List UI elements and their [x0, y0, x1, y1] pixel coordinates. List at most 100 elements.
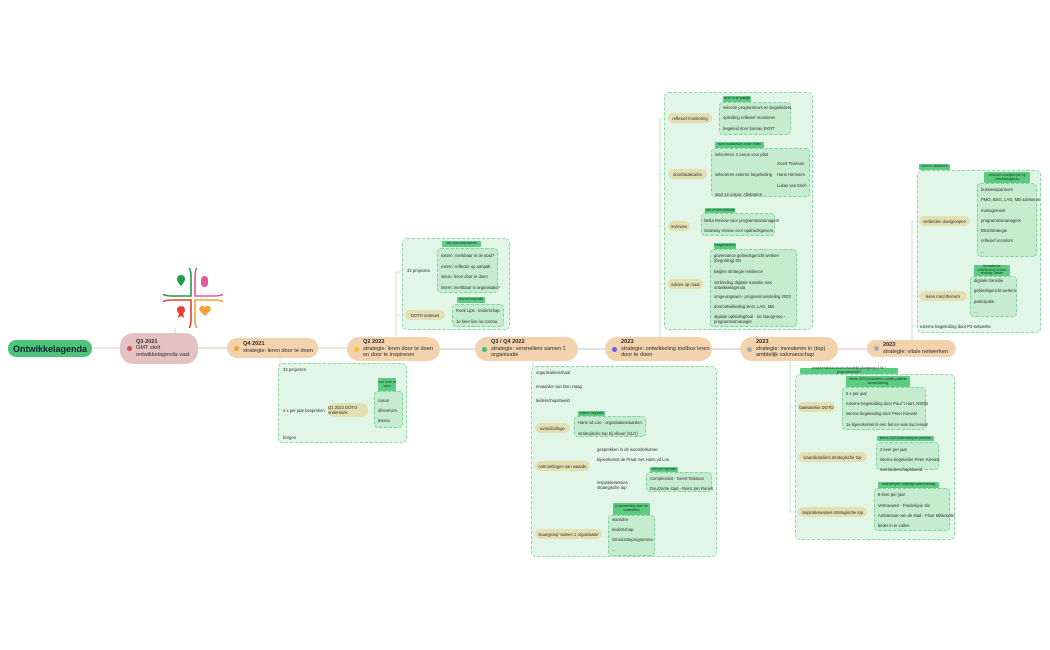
leaf-item[interactable]: reflexief monitors: [981, 238, 1013, 243]
leaf-item[interactable]: Lukas van Esch: [777, 183, 807, 188]
leaf-item[interactable]: Delta Review voor programmamanagers: [704, 218, 780, 223]
leaf-item[interactable]: intern: merkbaar in organisatie?: [441, 285, 500, 290]
leaf-item[interactable]: Hans vd Loo - organisatiewaarden: [578, 420, 642, 425]
leaf-item[interactable]: Vertrouwen - Frederique Six: [878, 503, 931, 508]
leaf-item[interactable]: businesspartners: [981, 187, 1013, 192]
leaf-item[interactable]: casus: [378, 398, 389, 403]
topic-node[interactable]: doorbraakcafes: [668, 169, 707, 179]
milestone-period: Q4 2021: [243, 341, 265, 348]
leaf-item[interactable]: 32 projecten: [407, 268, 431, 273]
leaf-item[interactable]: inspiratiesessies strategische top: [597, 480, 628, 490]
leaf-item[interactable]: lessen: [378, 418, 391, 423]
topic-node[interactable]: stuurgroep 'samen 1 organisatie': [535, 529, 602, 539]
leaf-item[interactable]: opleiding reflexief monitoren: [723, 115, 776, 120]
leaf-item[interactable]: 8 keer per jaar: [878, 492, 905, 497]
logo: [150, 255, 236, 341]
leaf-item[interactable]: Complexiteit - Geert Teisman: [650, 476, 704, 481]
group-tag: thematische ontwikkeling: kennis, ervari…: [974, 264, 1010, 276]
leaf-item[interactable]: externe begeleiding door P3-netwerks: [920, 324, 991, 329]
leaf-item[interactable]: leiderschapsbeeld: [536, 398, 570, 403]
leaf-item[interactable]: Ambtenaar van de stad - Floor Milikowski: [878, 513, 955, 518]
leaf-item[interactable]: doorontwikkeling BAS, LAO, MB: [714, 304, 775, 309]
sub-group-box: [842, 387, 926, 430]
step-badge-icon: [612, 346, 617, 352]
topic-node[interactable]: waardeateliers strategische top: [798, 452, 867, 462]
leaf-item[interactable]: 1e bijeenkomst is een feit en was succes…: [846, 422, 929, 427]
topic-node[interactable]: reviewen: [668, 221, 690, 231]
leaf-item[interactable]: begeleid door bureau EKRT: [723, 126, 775, 131]
milestone-title: strategie: versnellers samen 1 organisat…: [491, 345, 566, 359]
topic-node[interactable]: Q1 2022 DOTO ondersoek: [328, 403, 368, 417]
leaf-item[interactable]: start 1e casus: Allebarten: [715, 192, 763, 197]
leaf-item[interactable]: interne begeleiding door Peter Kievast: [846, 411, 918, 416]
group-tag: externe inspiratie: [457, 297, 485, 303]
sub-group-box: [437, 248, 498, 293]
topic-node[interactable]: reflexief monitoring: [668, 113, 712, 123]
leaf-item[interactable]: Geert Teisman: [777, 161, 805, 166]
leaf-item[interactable]: leiderschap: [612, 527, 634, 532]
sub-group-box: [977, 183, 1037, 257]
leaf-item[interactable]: Gateway review voor opdrachtgevers: [704, 228, 774, 233]
leaf-item[interactable]: strategische top bij elkaar (SLG): [578, 431, 638, 436]
leaf-item[interactable]: ...: [981, 249, 985, 254]
leaf-item[interactable]: leider in te vullen: [878, 523, 910, 528]
leaf-item[interactable]: digitale transitie: [974, 278, 1004, 283]
leaf-item[interactable]: governance gebiedsgericht werken (begrot…: [714, 253, 779, 263]
leaf-item[interactable]: dilemma's: [378, 408, 397, 413]
leaf-item[interactable]: extern: merkbaar in de stad?: [441, 253, 495, 258]
leaf-item[interactable]: BSG/strategie: [981, 228, 1008, 233]
leaf-item[interactable]: 2 keer per jaar: [880, 447, 907, 452]
leaf-item[interactable]: bijeenkomst de Praat met Hans vd Loo: [597, 457, 670, 462]
leaf-item[interactable]: kwijten strategie resilience: [714, 269, 763, 274]
topic-node[interactable]: advies op maat: [668, 279, 703, 289]
topic-node[interactable]: avondcollege: [535, 423, 570, 433]
leaf-item[interactable]: ...: [974, 309, 978, 314]
leaf-item[interactable]: gebiedsgericht werken: [974, 288, 1016, 293]
root-node[interactable]: Ontwikkelagenda: [8, 340, 92, 357]
topic-node[interactable]: basisatelier DOTO: [798, 402, 835, 412]
leaf-item[interactable]: selecteren externe begeleiding: [715, 172, 773, 177]
leaf-item[interactable]: programmamanagers: [981, 218, 1022, 223]
leaf-item[interactable]: intern: leren door te doen: [441, 274, 488, 279]
leaf-item[interactable]: PMO, BSG, LAO, MB adviseurs: [981, 197, 1041, 202]
leaf-item[interactable]: Roek Lips - leiderschap: [456, 308, 500, 313]
leaf-item[interactable]: organisatieverhaal: [536, 370, 571, 375]
leaf-item[interactable]: Duurzame stad - Reint Jan Renes: [650, 486, 714, 491]
leaf-item[interactable]: 4 x per jaar bespreken: [283, 408, 325, 413]
leaf-item[interactable]: externe begeleiding door Paul 't Hart, N…: [846, 401, 929, 406]
topic-node[interactable]: leren rond thema's: [919, 291, 967, 301]
milestone-period: 2023: [621, 339, 634, 346]
leaf-item[interactable]: omgevingswet - programmaindeling 2023: [714, 294, 791, 299]
leaf-item[interactable]: digitale opleiding/tool - tot stuurgroep…: [714, 314, 786, 324]
leaf-item[interactable]: participatie: [974, 299, 995, 304]
leaf-item[interactable]: introductieprogramma: [612, 537, 653, 542]
leaf-item[interactable]: gesprekken in de woonderkamer: [597, 447, 658, 452]
leaf-item[interactable]: verbinding digitale transitie met ontwik…: [714, 280, 772, 290]
leaf-item[interactable]: interne begeleider Peter Kievast: [880, 457, 940, 462]
leaf-item[interactable]: met leiderschapsbeeld: [880, 467, 922, 472]
leaf-item[interactable]: 1e keer live na corona: [456, 319, 498, 324]
topic-node[interactable]: DOTO ontmoet: [405, 310, 445, 320]
topic-node[interactable]: verbinden doelgroepen: [919, 216, 970, 226]
leaf-item[interactable]: ervaarder van Den Haag: [536, 384, 582, 389]
leaf-item[interactable]: 6 x per jaar: [846, 391, 867, 396]
leaf-item[interactable]: waarden: [612, 517, 629, 522]
leaf-item[interactable]: Hans Hermsen: [777, 172, 805, 177]
leaf-item[interactable]: ...: [612, 547, 616, 552]
leaf-item[interactable]: selecteren 3 casus voor pilot: [715, 152, 769, 157]
leaf-item[interactable]: 33 projecten: [283, 367, 307, 372]
leaf-item[interactable]: borgen: [283, 435, 297, 440]
topic-node[interactable]: inspiratiesessies strategische top: [798, 507, 867, 517]
leaf-item[interactable]: selectie programma's en begeleiders: [723, 105, 792, 110]
milestone-title: strategie: leren door te doen en door te…: [363, 345, 433, 359]
leaf-item[interactable]: extern: reflectie op aanpak: [441, 264, 491, 269]
topic-node[interactable]: ontmoetingen van waarde: [535, 461, 590, 471]
leaf-item[interactable]: management: [981, 208, 1006, 213]
